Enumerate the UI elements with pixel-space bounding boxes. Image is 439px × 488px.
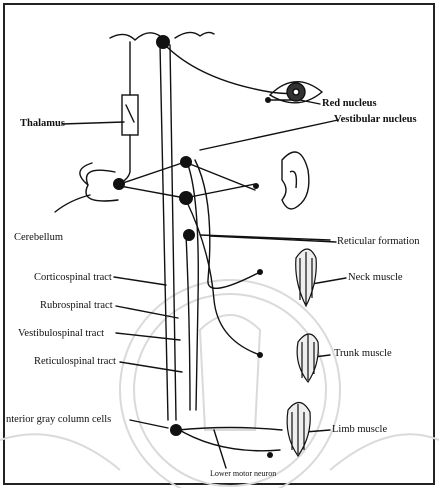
label-neck-muscle: Neck muscle (348, 272, 403, 284)
cortex-to-eye-fiber (165, 45, 300, 94)
lower-motor-leader (214, 430, 226, 468)
neck-synapse (257, 269, 263, 275)
corticospinal-leader (114, 277, 166, 285)
label-rubrospinal-tract: Rubrospinal tract (40, 300, 113, 312)
ear-icon (282, 152, 309, 209)
rubrospinal-leader (116, 306, 178, 318)
vestibular-leader (200, 120, 338, 150)
anterior-horn-cell (170, 424, 182, 436)
gray-column-leader (130, 420, 168, 428)
nucleus-to-ear (185, 184, 255, 198)
nuclei (113, 35, 273, 458)
label-vestibular-nucleus: Vestibular nucleus (334, 114, 417, 126)
red-nucleus-dot (179, 191, 193, 205)
cortex-cell (156, 35, 170, 49)
corticospinal-fiber (160, 45, 168, 420)
label-vestibulospinal-tract: Vestibulospinal tract (18, 328, 104, 340)
label-lower-motor-neuron: Lower motor neuron (210, 468, 276, 480)
reticulospinal-leader (120, 362, 182, 372)
label-anterior-gray-column-cells: nterior gray column cells (6, 414, 111, 426)
red-nucleus-synapse (265, 97, 271, 103)
limb-synapse (267, 452, 273, 458)
thalamus-relay (126, 105, 134, 122)
label-trunk-muscle: Trunk muscle (334, 348, 392, 360)
thalamus-leader (62, 122, 124, 124)
cerebellum-leader (55, 195, 90, 212)
reticulospinal-fiber (186, 235, 190, 410)
vestibular-nucleus-dot (180, 156, 192, 168)
cerebellar-nucleus (113, 178, 125, 190)
cerebellum-outline (86, 170, 118, 201)
reticular-formation-dot (183, 229, 195, 241)
cerebellum-to-nucleus (120, 186, 185, 198)
label-red-nucleus: Red nucleus (322, 98, 377, 110)
eye-icon (270, 82, 322, 103)
cortex-outline (110, 33, 160, 40)
label-reticular-formation: Reticular formation (337, 236, 420, 248)
thalamus-to-cerebellum (118, 135, 130, 184)
label-corticospinal-tract: Corticospinal tract (34, 272, 112, 284)
label-limb-muscle: Limb muscle (332, 424, 387, 436)
corticospinal-fiber-2 (170, 45, 176, 420)
ear-synapse (253, 183, 259, 189)
label-thalamus: Thalamus (20, 118, 65, 130)
muscle-bundle-icon (287, 249, 318, 456)
trunk-synapse (257, 352, 263, 358)
cortex-outline-right (175, 32, 214, 38)
label-cerebellum: Cerebellum (14, 232, 63, 244)
label-reticulospinal-tract: Reticulospinal tract (34, 356, 116, 368)
cerebellum-fold (80, 163, 92, 185)
lower-motor-neuron-fiber (176, 428, 280, 451)
